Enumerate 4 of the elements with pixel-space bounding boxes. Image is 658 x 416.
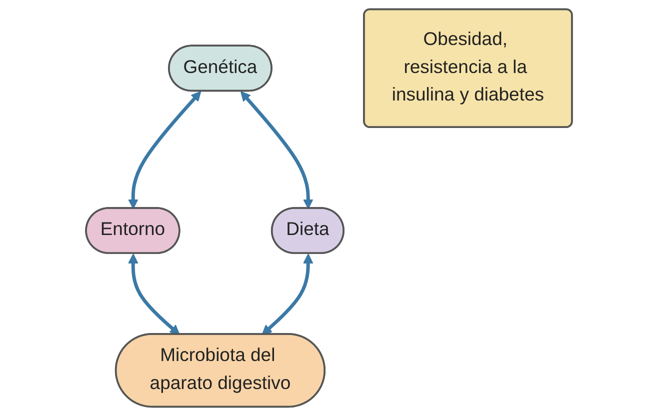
arrow bbox=[240, 91, 314, 210]
arrow bbox=[262, 254, 314, 335]
arrow bbox=[128, 254, 180, 335]
arrow bbox=[128, 91, 202, 210]
